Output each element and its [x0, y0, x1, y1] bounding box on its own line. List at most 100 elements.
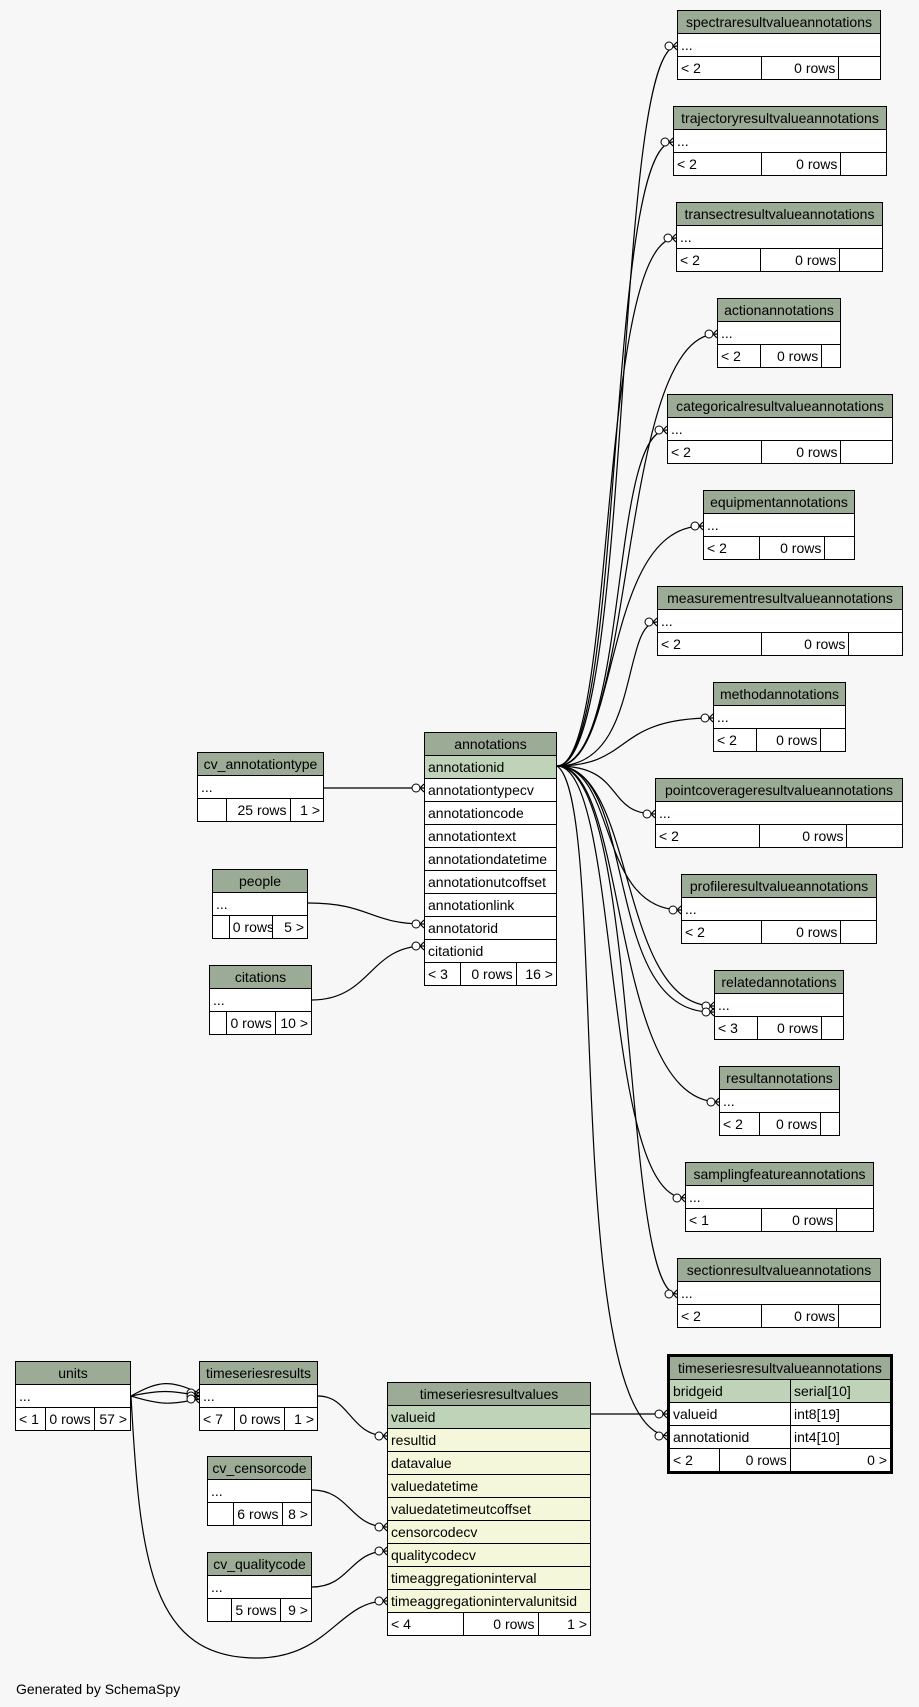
children-count[interactable] [846, 825, 902, 847]
column-name: datavalue [388, 1452, 590, 1475]
parents-count[interactable]: < 2 [707, 540, 727, 556]
parents-count[interactable] [208, 1503, 233, 1525]
children-count[interactable] [824, 537, 854, 559]
parents-count[interactable] [210, 1012, 226, 1034]
parents-count[interactable]: < 2 [671, 444, 691, 460]
children-count[interactable] [836, 1209, 873, 1231]
children-count[interactable]: 57 > [93, 1408, 130, 1430]
children-count[interactable] [838, 1305, 880, 1327]
parents-count[interactable]: < 2 [673, 1452, 693, 1468]
parents-count[interactable]: < 4 [391, 1616, 411, 1632]
children-count[interactable] [840, 153, 886, 175]
parents-count[interactable]: < 2 [659, 828, 679, 844]
parents-count[interactable]: < 2 [721, 348, 741, 364]
children-count[interactable]: 10 > [274, 1012, 311, 1034]
table-title: actionannotations [718, 299, 840, 322]
column-name: valuedatetimeutcoffset [388, 1498, 590, 1521]
column-name: ... [208, 1576, 311, 1599]
parents-count[interactable]: < 7 [203, 1411, 223, 1427]
optional-marker [701, 1007, 711, 1017]
children-count[interactable] [840, 441, 892, 463]
children-count[interactable]: 16 > [515, 963, 556, 985]
parents-count[interactable]: < 3 [428, 966, 448, 982]
parents-count[interactable] [198, 799, 226, 821]
column-type: serial[10] [790, 1380, 890, 1402]
column-name: timeaggregationinterval [388, 1567, 590, 1590]
row-count: 0 rows [761, 57, 838, 79]
parents-count[interactable]: < 2 [685, 924, 705, 940]
children-count[interactable] [821, 345, 840, 367]
optional-marker [654, 425, 664, 435]
children-count[interactable] [820, 729, 845, 751]
optional-marker [642, 809, 652, 819]
table-pointcoverageresultvalueannotations[interactable]: pointcoverageresultvalueannotations...< … [655, 778, 903, 848]
many-marker [680, 1193, 686, 1203]
many-marker [676, 905, 682, 915]
optional-marker [690, 521, 700, 531]
children-count[interactable]: 1 > [283, 1408, 317, 1430]
children-count[interactable] [821, 1017, 843, 1039]
optional-marker [706, 1097, 716, 1107]
many-marker [382, 1522, 388, 1532]
parents-count[interactable]: < 2 [717, 732, 737, 748]
many-marker [698, 521, 704, 531]
parents-count[interactable]: < 2 [681, 60, 701, 76]
row-count: 0 rows [44, 1408, 94, 1430]
parents-count[interactable]: < 3 [718, 1020, 738, 1036]
children-count[interactable]: 1 > [537, 1613, 591, 1635]
children-count[interactable] [839, 249, 882, 271]
column-name: valueid [388, 1406, 590, 1429]
column-name: annotationutcoffset [425, 871, 556, 894]
parents-count[interactable] [208, 1599, 231, 1621]
children-count[interactable] [838, 57, 880, 79]
column-name: ... [678, 34, 880, 57]
children-count[interactable]: 5 > [271, 916, 307, 938]
children-count[interactable]: 0 > [789, 1449, 890, 1471]
parents-count[interactable]: < 2 [661, 636, 681, 652]
parents-count[interactable] [213, 916, 229, 938]
children-count[interactable] [840, 921, 876, 943]
parents-count[interactable]: < 1 [689, 1212, 709, 1228]
parents-count[interactable]: < 2 [680, 252, 700, 268]
parents-count[interactable]: < 2 [681, 1308, 701, 1324]
parents-count[interactable]: < 2 [677, 156, 697, 172]
children-count[interactable] [848, 633, 902, 655]
parents-count[interactable]: < 2 [723, 1116, 743, 1132]
children-count[interactable]: 8 > [281, 1503, 311, 1525]
column-name: ... [720, 1090, 839, 1113]
children-count[interactable]: 1 > [289, 799, 324, 821]
children-count[interactable]: 9 > [279, 1599, 311, 1621]
children-count[interactable] [820, 1113, 839, 1135]
edge-trajectoryresultvalueannotations [556, 141, 674, 767]
optional-marker [411, 919, 421, 929]
parents-count[interactable]: < 1 [19, 1411, 39, 1427]
